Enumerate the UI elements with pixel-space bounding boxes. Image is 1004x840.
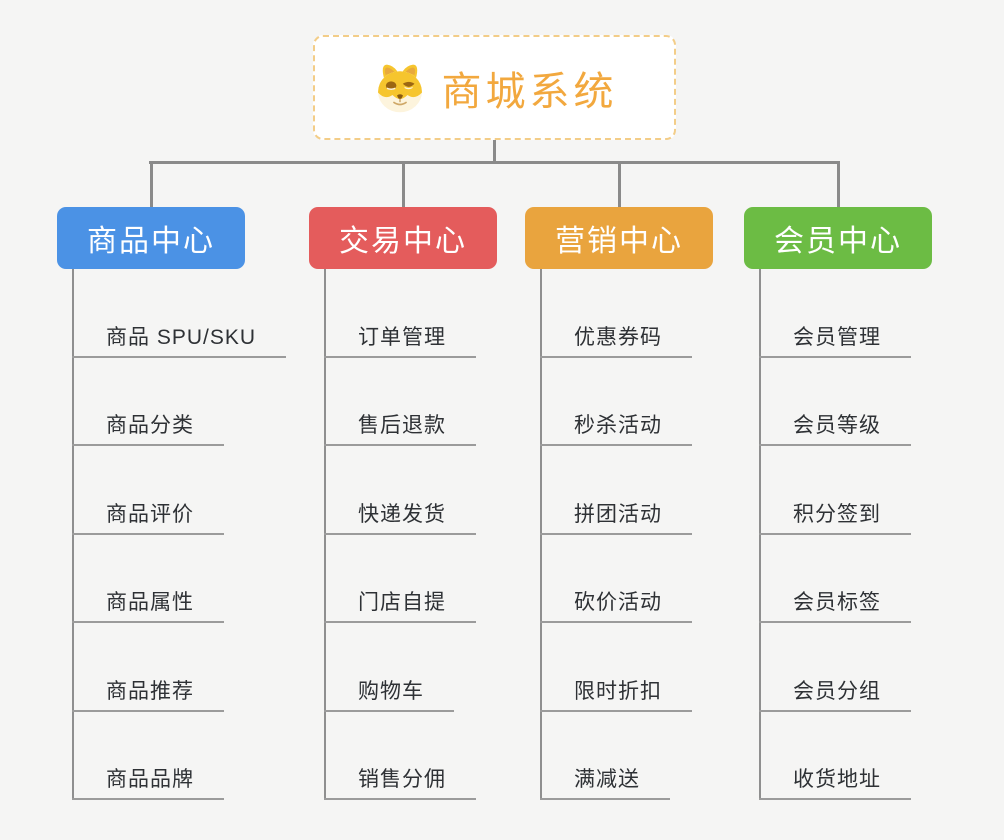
leaf-topic[interactable]: 快递发货: [324, 495, 476, 535]
leaf-topic[interactable]: 砍价活动: [540, 583, 692, 623]
leaf-topic[interactable]: 秒杀活动: [540, 406, 692, 446]
leaf-topic-label: 快递发货: [358, 503, 446, 526]
leaf-topic-label: 门店自提: [358, 591, 446, 614]
leaf-topic[interactable]: 订单管理: [324, 318, 476, 358]
leaf-topic-label: 砍价活动: [574, 591, 662, 614]
leaf-topic-label: 会员管理: [793, 326, 881, 349]
branch-topic[interactable]: 会员中心: [744, 207, 932, 269]
root-topic[interactable]: 商城系统: [313, 35, 676, 140]
leaf-topic-label: 商品品牌: [106, 768, 194, 791]
leaf-topic[interactable]: 积分签到: [759, 495, 911, 535]
leaf-topic-label: 会员分组: [793, 680, 881, 703]
leaf-topic-label: 订单管理: [358, 326, 446, 349]
leaf-topic[interactable]: 会员标签: [759, 583, 911, 623]
leaf-topic[interactable]: 商品属性: [72, 583, 224, 623]
connector-branch-drop: [149, 161, 153, 207]
connector-branch-drop: [401, 161, 405, 207]
leaf-topic-label: 售后退款: [358, 414, 446, 437]
branch-topic[interactable]: 交易中心: [309, 207, 497, 269]
leaf-topic-label: 积分签到: [793, 503, 881, 526]
leaf-topic-label: 商品推荐: [106, 680, 194, 703]
leaf-topic-label: 销售分佣: [358, 768, 446, 791]
leaf-topic-label: 商品属性: [106, 591, 194, 614]
leaf-topic[interactable]: 拼团活动: [540, 495, 692, 535]
branch-topic-label: 交易中心: [339, 225, 467, 258]
branch-topic-label: 会员中心: [774, 225, 902, 258]
connector-branch-drop: [836, 161, 840, 207]
leaf-topic[interactable]: 销售分佣: [324, 760, 476, 800]
leaf-topic[interactable]: 商品评价: [72, 495, 224, 535]
leaf-topic-label: 优惠券码: [574, 326, 662, 349]
leaf-topic-label: 商品 SPU/SKU: [106, 326, 257, 349]
leaf-topic[interactable]: 会员管理: [759, 318, 911, 358]
leaf-topic-label: 限时折扣: [574, 680, 662, 703]
leaf-topic-label: 收货地址: [793, 768, 881, 791]
connector-main-rail: [149, 161, 839, 164]
branch-topic-label: 商品中心: [87, 225, 215, 258]
dog-face-icon: [377, 64, 422, 112]
leaf-topic-label: 购物车: [358, 680, 424, 703]
leaf-topic[interactable]: 商品品牌: [72, 760, 224, 800]
leaf-topic[interactable]: 限时折扣: [540, 672, 692, 712]
leaf-topic[interactable]: 商品分类: [72, 406, 224, 446]
leaf-topic[interactable]: 会员分组: [759, 672, 911, 712]
branch-topic-label: 营销中心: [555, 225, 683, 258]
leaf-topic-label: 秒杀活动: [574, 414, 662, 437]
leaf-topic[interactable]: 收货地址: [759, 760, 911, 800]
leaf-topic[interactable]: 优惠券码: [540, 318, 692, 358]
leaf-topic[interactable]: 商品推荐: [72, 672, 224, 712]
leaf-topic-label: 满减送: [574, 768, 640, 791]
leaf-topic[interactable]: 门店自提: [324, 583, 476, 623]
leaf-topic[interactable]: 会员等级: [759, 406, 911, 446]
leaf-topic[interactable]: 售后退款: [324, 406, 476, 446]
leaf-topic[interactable]: 满减送: [540, 760, 670, 800]
leaf-topic-label: 拼团活动: [574, 503, 662, 526]
branch-topic[interactable]: 商品中心: [57, 207, 245, 269]
branch-topic[interactable]: 营销中心: [525, 207, 713, 269]
leaf-topic-label: 会员等级: [793, 414, 881, 437]
leaf-topic[interactable]: 商品 SPU/SKU: [72, 318, 287, 358]
leaf-topic-label: 会员标签: [793, 591, 881, 614]
leaf-topic-label: 商品分类: [106, 414, 194, 437]
leaf-topic[interactable]: 购物车: [324, 672, 454, 712]
root-topic-label: 商城系统: [441, 69, 618, 114]
connector-branch-drop: [617, 161, 621, 207]
leaf-topic-label: 商品评价: [106, 503, 194, 526]
connector-root-stub: [493, 138, 496, 163]
